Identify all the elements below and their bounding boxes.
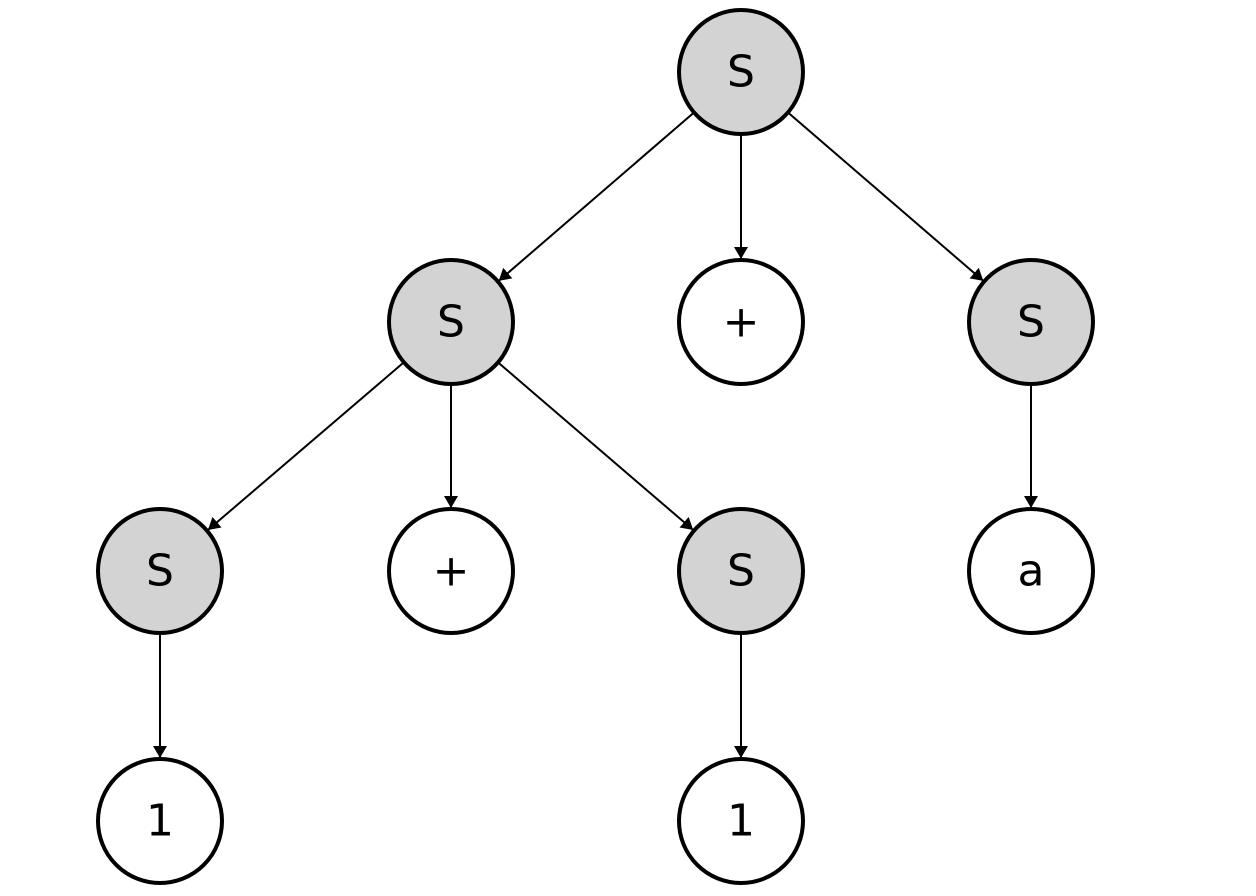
node-label: S bbox=[727, 546, 755, 597]
node-label: S bbox=[727, 47, 755, 98]
node-label: + bbox=[723, 297, 760, 348]
node-circle bbox=[387, 258, 515, 386]
tree-node-nonterminal: S bbox=[677, 507, 805, 635]
tree-node-terminal: + bbox=[677, 258, 805, 386]
node-circle bbox=[967, 258, 1095, 386]
node-circle bbox=[96, 507, 224, 635]
edge-n1-n4 bbox=[207, 361, 405, 531]
node-circle bbox=[677, 258, 805, 386]
tree-node-terminal: 1 bbox=[96, 757, 224, 885]
node-label: S bbox=[437, 297, 465, 348]
node-circle bbox=[387, 507, 515, 635]
tree-node-nonterminal: S bbox=[967, 258, 1095, 386]
node-label: + bbox=[433, 546, 470, 597]
node-label: S bbox=[146, 546, 174, 597]
edge-n1-n6 bbox=[497, 361, 694, 531]
edges bbox=[153, 111, 1038, 758]
node-circle bbox=[677, 507, 805, 635]
node-label: 1 bbox=[727, 796, 755, 847]
edge-n0-n3 bbox=[787, 111, 984, 282]
node-circle bbox=[677, 757, 805, 885]
node-label: 1 bbox=[146, 796, 174, 847]
node-label: S bbox=[1017, 297, 1045, 348]
node-circle bbox=[677, 8, 805, 136]
tree-node-nonterminal: S bbox=[96, 507, 224, 635]
node-circle bbox=[96, 757, 224, 885]
node-circle bbox=[967, 507, 1095, 635]
node-label: a bbox=[1018, 546, 1045, 597]
tree-node-nonterminal: S bbox=[387, 258, 515, 386]
tree-node-terminal: a bbox=[967, 507, 1095, 635]
edge-n0-n1 bbox=[498, 111, 695, 282]
tree-node-terminal: 1 bbox=[677, 757, 805, 885]
tree-node-nonterminal: S bbox=[677, 8, 805, 136]
tree-node-terminal: + bbox=[387, 507, 515, 635]
